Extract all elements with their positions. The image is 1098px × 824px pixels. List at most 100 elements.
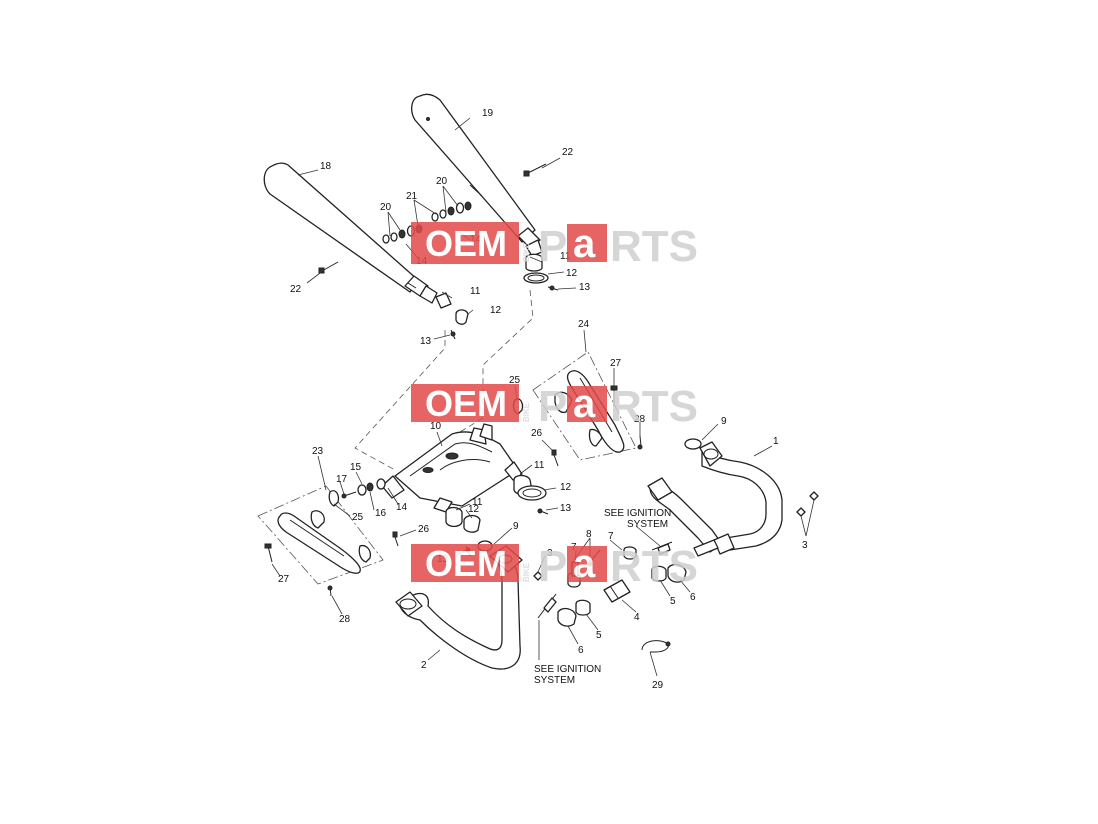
heat-shield-left-group — [257, 485, 384, 585]
watermark-rts-text: RTS — [610, 382, 698, 431]
note-line-1: SEE IGNITION — [604, 508, 671, 519]
sleeve-11-right — [525, 253, 543, 272]
watermark-rts-text: RTS — [610, 542, 698, 591]
connector-4 — [603, 579, 631, 603]
bolt-13-right — [547, 285, 559, 291]
mount-hardware-left — [341, 478, 386, 499]
watermark-a-text: a — [573, 222, 596, 266]
label-22: 22 — [562, 147, 574, 158]
watermark-bike-text: BIKE — [522, 562, 531, 582]
label-11: 11 — [534, 460, 545, 471]
label-25: 25 — [352, 512, 364, 523]
watermark-oem-text: OEM — [425, 543, 507, 584]
clamp-12-collector-lower — [463, 514, 481, 533]
label-18: 18 — [320, 161, 332, 172]
label-6: 6 — [690, 592, 696, 603]
label-3: 3 — [547, 548, 553, 559]
silencer-left — [263, 162, 438, 304]
note-line-2: SYSTEM — [534, 675, 575, 686]
clip-26-upper — [551, 449, 559, 467]
clip-25-lower — [328, 490, 340, 507]
label-20: 20 — [436, 176, 448, 187]
bolt-22-upper — [523, 163, 547, 177]
o2-sensor-front — [537, 593, 557, 619]
note-see-ignition-lower: SEE IGNITION SYSTEM — [534, 664, 601, 686]
label-11: 11 — [470, 286, 481, 297]
sleeve-11-left — [435, 292, 452, 309]
collector-box-10 — [381, 423, 523, 513]
label-5: 5 — [670, 596, 676, 607]
label-9: 9 — [513, 521, 519, 532]
clamp-6-front — [557, 607, 577, 627]
sleeve-11-collector-lower — [445, 506, 463, 528]
label-14: 14 — [396, 502, 408, 513]
watermark-rts-text: RTS — [610, 222, 698, 271]
label-27: 27 — [610, 358, 622, 369]
label-13: 13 — [560, 503, 572, 514]
note-line-1: SEE IGNITION — [534, 664, 601, 675]
watermark-a-text: a — [573, 542, 596, 586]
label-12: 12 — [566, 268, 578, 279]
cable-tie-29 — [641, 640, 671, 653]
sleeve-5-rear — [651, 565, 667, 582]
watermark-bike-text: BIKE — [522, 242, 531, 262]
label-12: 12 — [560, 482, 572, 493]
label-7: 7 — [608, 531, 614, 542]
label-28: 28 — [339, 614, 351, 625]
label-1: 1 — [773, 436, 779, 447]
label-17: 17 — [336, 474, 348, 485]
label-12: 12 — [490, 305, 502, 316]
nuts-3-rear — [796, 491, 819, 517]
clip-26-lower — [392, 531, 399, 547]
label-2: 2 — [421, 660, 427, 671]
label-25: 25 — [509, 375, 521, 386]
header-pipe-rear — [647, 441, 783, 557]
nuts-3-front — [533, 571, 543, 581]
screw-27-left — [264, 543, 273, 563]
watermark-a-text: a — [573, 382, 596, 426]
label-28: 28 — [634, 414, 646, 425]
label-27: 27 — [278, 574, 290, 585]
silencer-right — [411, 93, 543, 257]
clamp-12-collector-right — [517, 485, 547, 501]
label-12: 12 — [468, 504, 480, 515]
clamp-12-right — [523, 272, 549, 284]
clamp-12-left — [455, 309, 469, 325]
bolt-13-collector-right — [537, 508, 549, 515]
watermark-bike-text: BIKE — [522, 402, 531, 422]
label-10: 10 — [430, 421, 442, 432]
screw-28-left — [327, 585, 333, 597]
label-22: 22 — [290, 284, 302, 295]
watermark-bottom: OEM BIKE P a RTS — [411, 542, 698, 591]
note-see-ignition-right: SEE IGNITION SYSTEM — [604, 508, 671, 530]
label-6: 6 — [578, 645, 584, 656]
routing-dashed-lines — [354, 289, 534, 471]
watermark-top: OEM BIKE P a RTS — [411, 222, 698, 271]
label-26: 26 — [531, 428, 543, 439]
label-4: 4 — [634, 612, 640, 623]
label-11: 11 — [560, 251, 571, 262]
label-15: 15 — [350, 462, 362, 473]
label-29: 29 — [652, 680, 664, 691]
note-line-2: SYSTEM — [627, 519, 668, 530]
watermark-oem-text: OEM — [425, 223, 507, 264]
sleeve-5-front — [575, 599, 591, 616]
screw-28-right — [637, 435, 643, 450]
label-26: 26 — [418, 524, 430, 535]
label-20: 20 — [380, 202, 392, 213]
label-5: 5 — [596, 630, 602, 641]
gasket-9-rear — [684, 438, 702, 450]
bung-7-rear — [623, 546, 637, 560]
label-3: 3 — [802, 540, 808, 551]
watermark-p-text: P — [538, 222, 567, 271]
label-8: 8 — [586, 529, 592, 540]
clamp-6-rear — [667, 563, 687, 583]
watermark-p-text: P — [538, 542, 567, 591]
bolt-13-left — [450, 329, 456, 340]
o2-sensor-rear — [651, 541, 673, 555]
watermark-p-text: P — [538, 382, 567, 431]
label-19: 19 — [482, 108, 494, 119]
label-13: 13 — [420, 336, 432, 347]
label-24: 24 — [578, 319, 590, 330]
